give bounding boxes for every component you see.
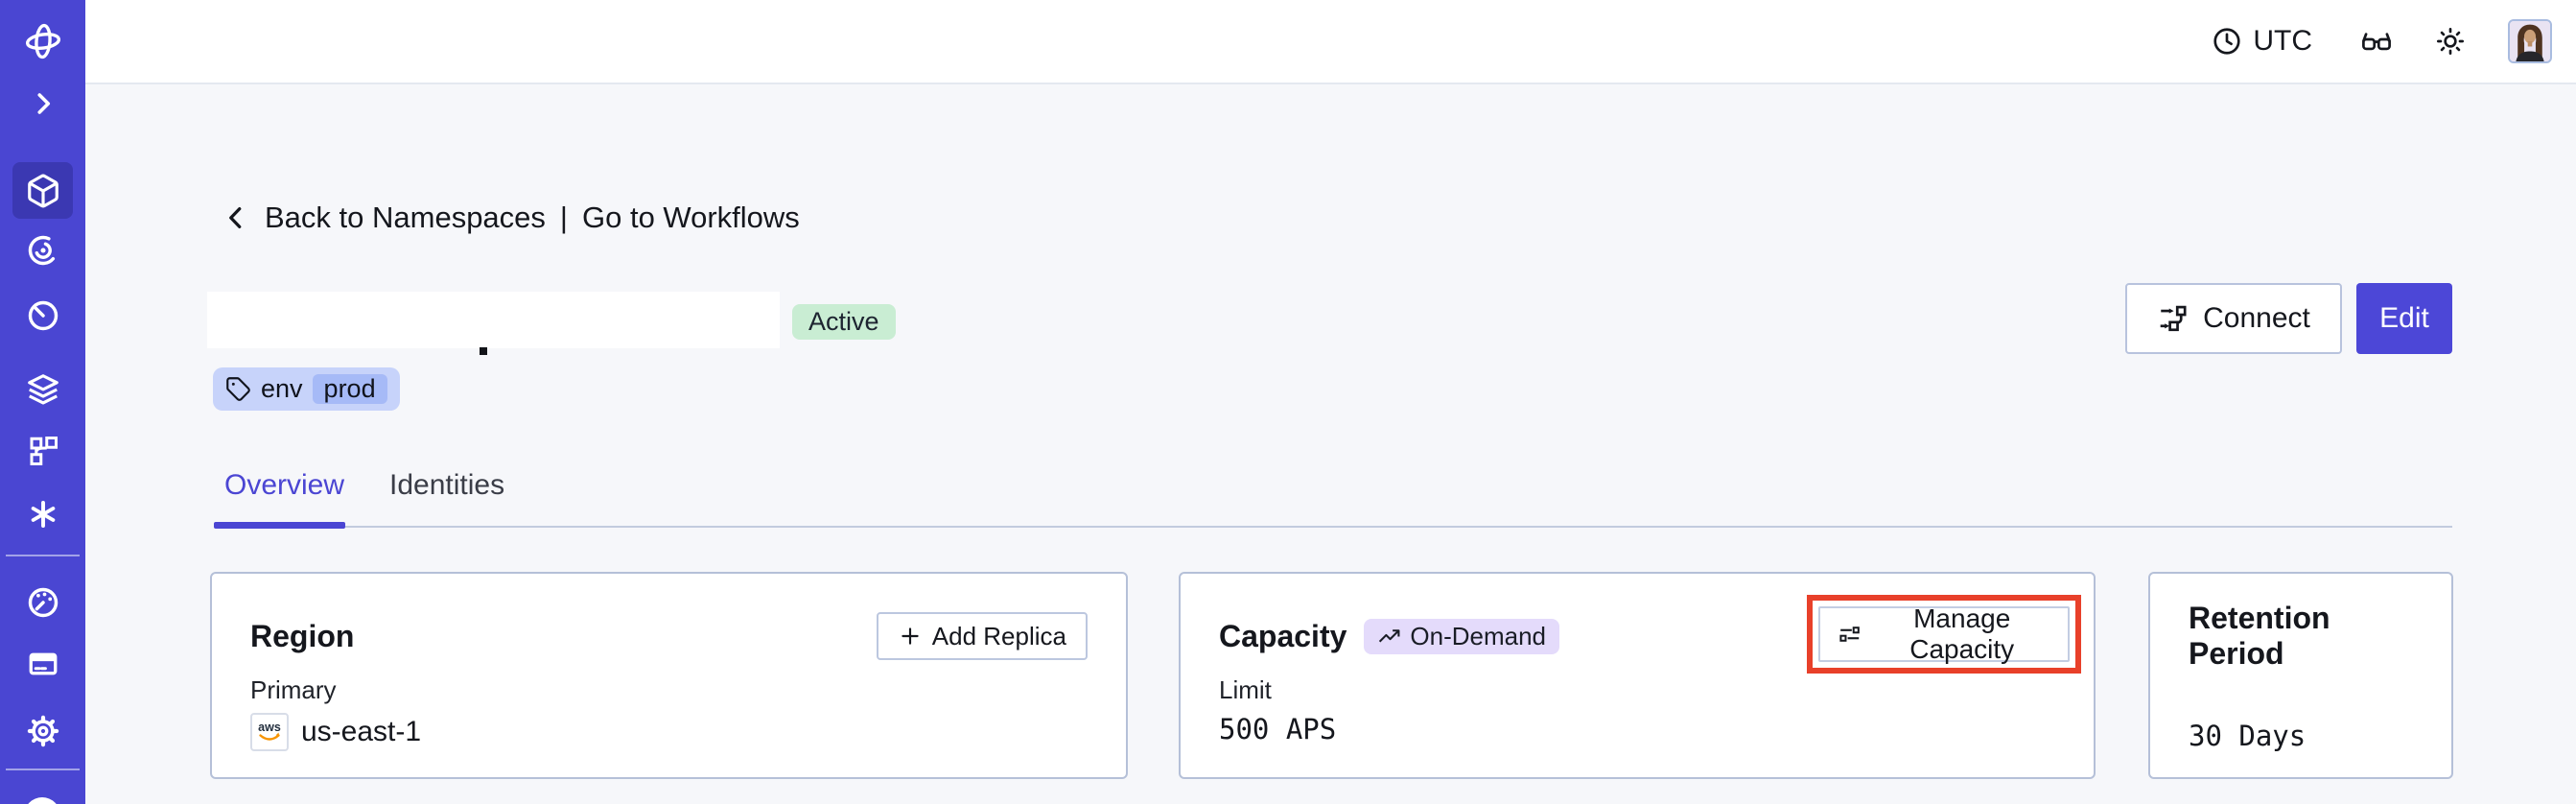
namespace-name-fragment: [480, 347, 487, 355]
timer-icon: [28, 300, 58, 331]
edit-button[interactable]: Edit: [2356, 283, 2452, 354]
sidebar-item-settings[interactable]: [0, 714, 85, 748]
manage-capacity-label: Manage Capacity: [1909, 603, 2015, 664]
sidebar: [0, 0, 85, 804]
sidebar-divider: [6, 769, 80, 770]
tabs-divider-line: [214, 526, 2452, 528]
tag-value-chip: prod: [312, 374, 387, 404]
sidebar-item-usage[interactable]: [0, 585, 85, 620]
sidebar-item-namespaces[interactable]: [12, 162, 73, 219]
sidebar-bottom-item[interactable]: [24, 797, 60, 804]
namespace-name-redacted: [207, 292, 780, 348]
tab-identities[interactable]: Identities: [389, 469, 505, 501]
limit-label: Limit: [1219, 675, 1272, 704]
add-replica-label: Add Replica: [931, 621, 1066, 650]
sidebar-item-timer[interactable]: [0, 298, 85, 333]
layers-icon: [27, 374, 59, 405]
sidebar-item-billing[interactable]: [0, 647, 85, 681]
gauge-icon: [28, 587, 58, 618]
timezone-button[interactable]: UTC: [2206, 24, 2318, 59]
add-replica-button[interactable]: Add Replica: [876, 612, 1088, 660]
timezone-label: UTC: [2253, 25, 2312, 57]
active-tab-underline: [214, 522, 345, 529]
primary-label: Primary: [250, 675, 337, 704]
user-avatar[interactable]: [2508, 19, 2552, 63]
ondemand-badge: On-Demand: [1364, 618, 1560, 654]
tab-bar: Overview Identities: [224, 469, 504, 502]
breadcrumb-separator: |: [559, 201, 568, 234]
clock-icon: [2213, 28, 2240, 55]
capacity-card: Capacity On-Demand Manage Capa: [1179, 572, 2096, 779]
status-badge: Active: [792, 304, 896, 340]
breadcrumb: Back to Namespaces | Go to Workflows: [222, 198, 800, 238]
sidebar-divider: [6, 555, 80, 556]
region-card-title: Region: [250, 618, 355, 653]
connect-button[interactable]: Connect: [2125, 283, 2342, 354]
connect-icon: [2160, 305, 2187, 332]
retention-card: Retention Period 30 Days: [2148, 572, 2453, 779]
retention-card-title: Retention Period: [2189, 601, 2330, 671]
retention-value: 30 Days: [2189, 720, 2307, 752]
capacity-value: 500 APS: [1219, 713, 1337, 745]
asterisk-icon: [31, 501, 55, 528]
radar-icon: [28, 235, 58, 266]
ondemand-badge-label: On-Demand: [1410, 621, 1547, 650]
gear-icon: [27, 715, 59, 747]
avatar-image: [2510, 21, 2550, 61]
region-card: Region Add Replica Primary aws us-east-1: [210, 572, 1128, 779]
breadcrumb-back-link[interactable]: Back to Namespaces: [265, 201, 546, 234]
cube-icon: [27, 174, 59, 207]
manage-capacity-button[interactable]: Manage Capacity: [1818, 603, 2070, 664]
sidebar-item-layers[interactable]: [0, 372, 85, 407]
sidebar-item-deployments[interactable]: [0, 434, 85, 468]
glasses-icon: [2362, 33, 2391, 51]
theme-toggle-button[interactable]: [2435, 26, 2466, 57]
sidebar-item-radar[interactable]: [0, 233, 85, 268]
breadcrumb-workflows-link[interactable]: Go to Workflows: [581, 201, 800, 234]
sidebar-item-nexus[interactable]: [0, 497, 85, 532]
plus-icon: [902, 627, 919, 645]
trending-up-icon: [1379, 628, 1400, 642]
temporal-logo-icon: [0, 21, 85, 61]
annotation-highlight-ring: Manage Capacity: [1807, 595, 2081, 674]
branch-icon: [30, 437, 58, 465]
aws-provider-icon: aws: [250, 713, 289, 751]
region-value: us-east-1: [301, 716, 422, 747]
connect-button-label: Connect: [2203, 302, 2310, 334]
svg-text:aws: aws: [258, 721, 281, 734]
expand-sidebar-button[interactable]: [0, 86, 85, 121]
labs-button[interactable]: [2360, 25, 2393, 58]
sliders-icon: [1839, 627, 1860, 642]
namespace-tag[interactable]: env prod: [213, 367, 400, 411]
sun-icon: [2437, 28, 2464, 55]
tab-overview[interactable]: Overview: [224, 469, 345, 501]
capacity-card-title: Capacity: [1219, 618, 1347, 653]
tag-key: env: [261, 374, 303, 403]
chevron-left-icon[interactable]: [222, 203, 250, 232]
tag-icon: [226, 377, 250, 401]
chevron-right-icon: [36, 93, 50, 114]
topbar: UTC: [85, 0, 2576, 84]
billing-card-icon: [29, 652, 57, 675]
